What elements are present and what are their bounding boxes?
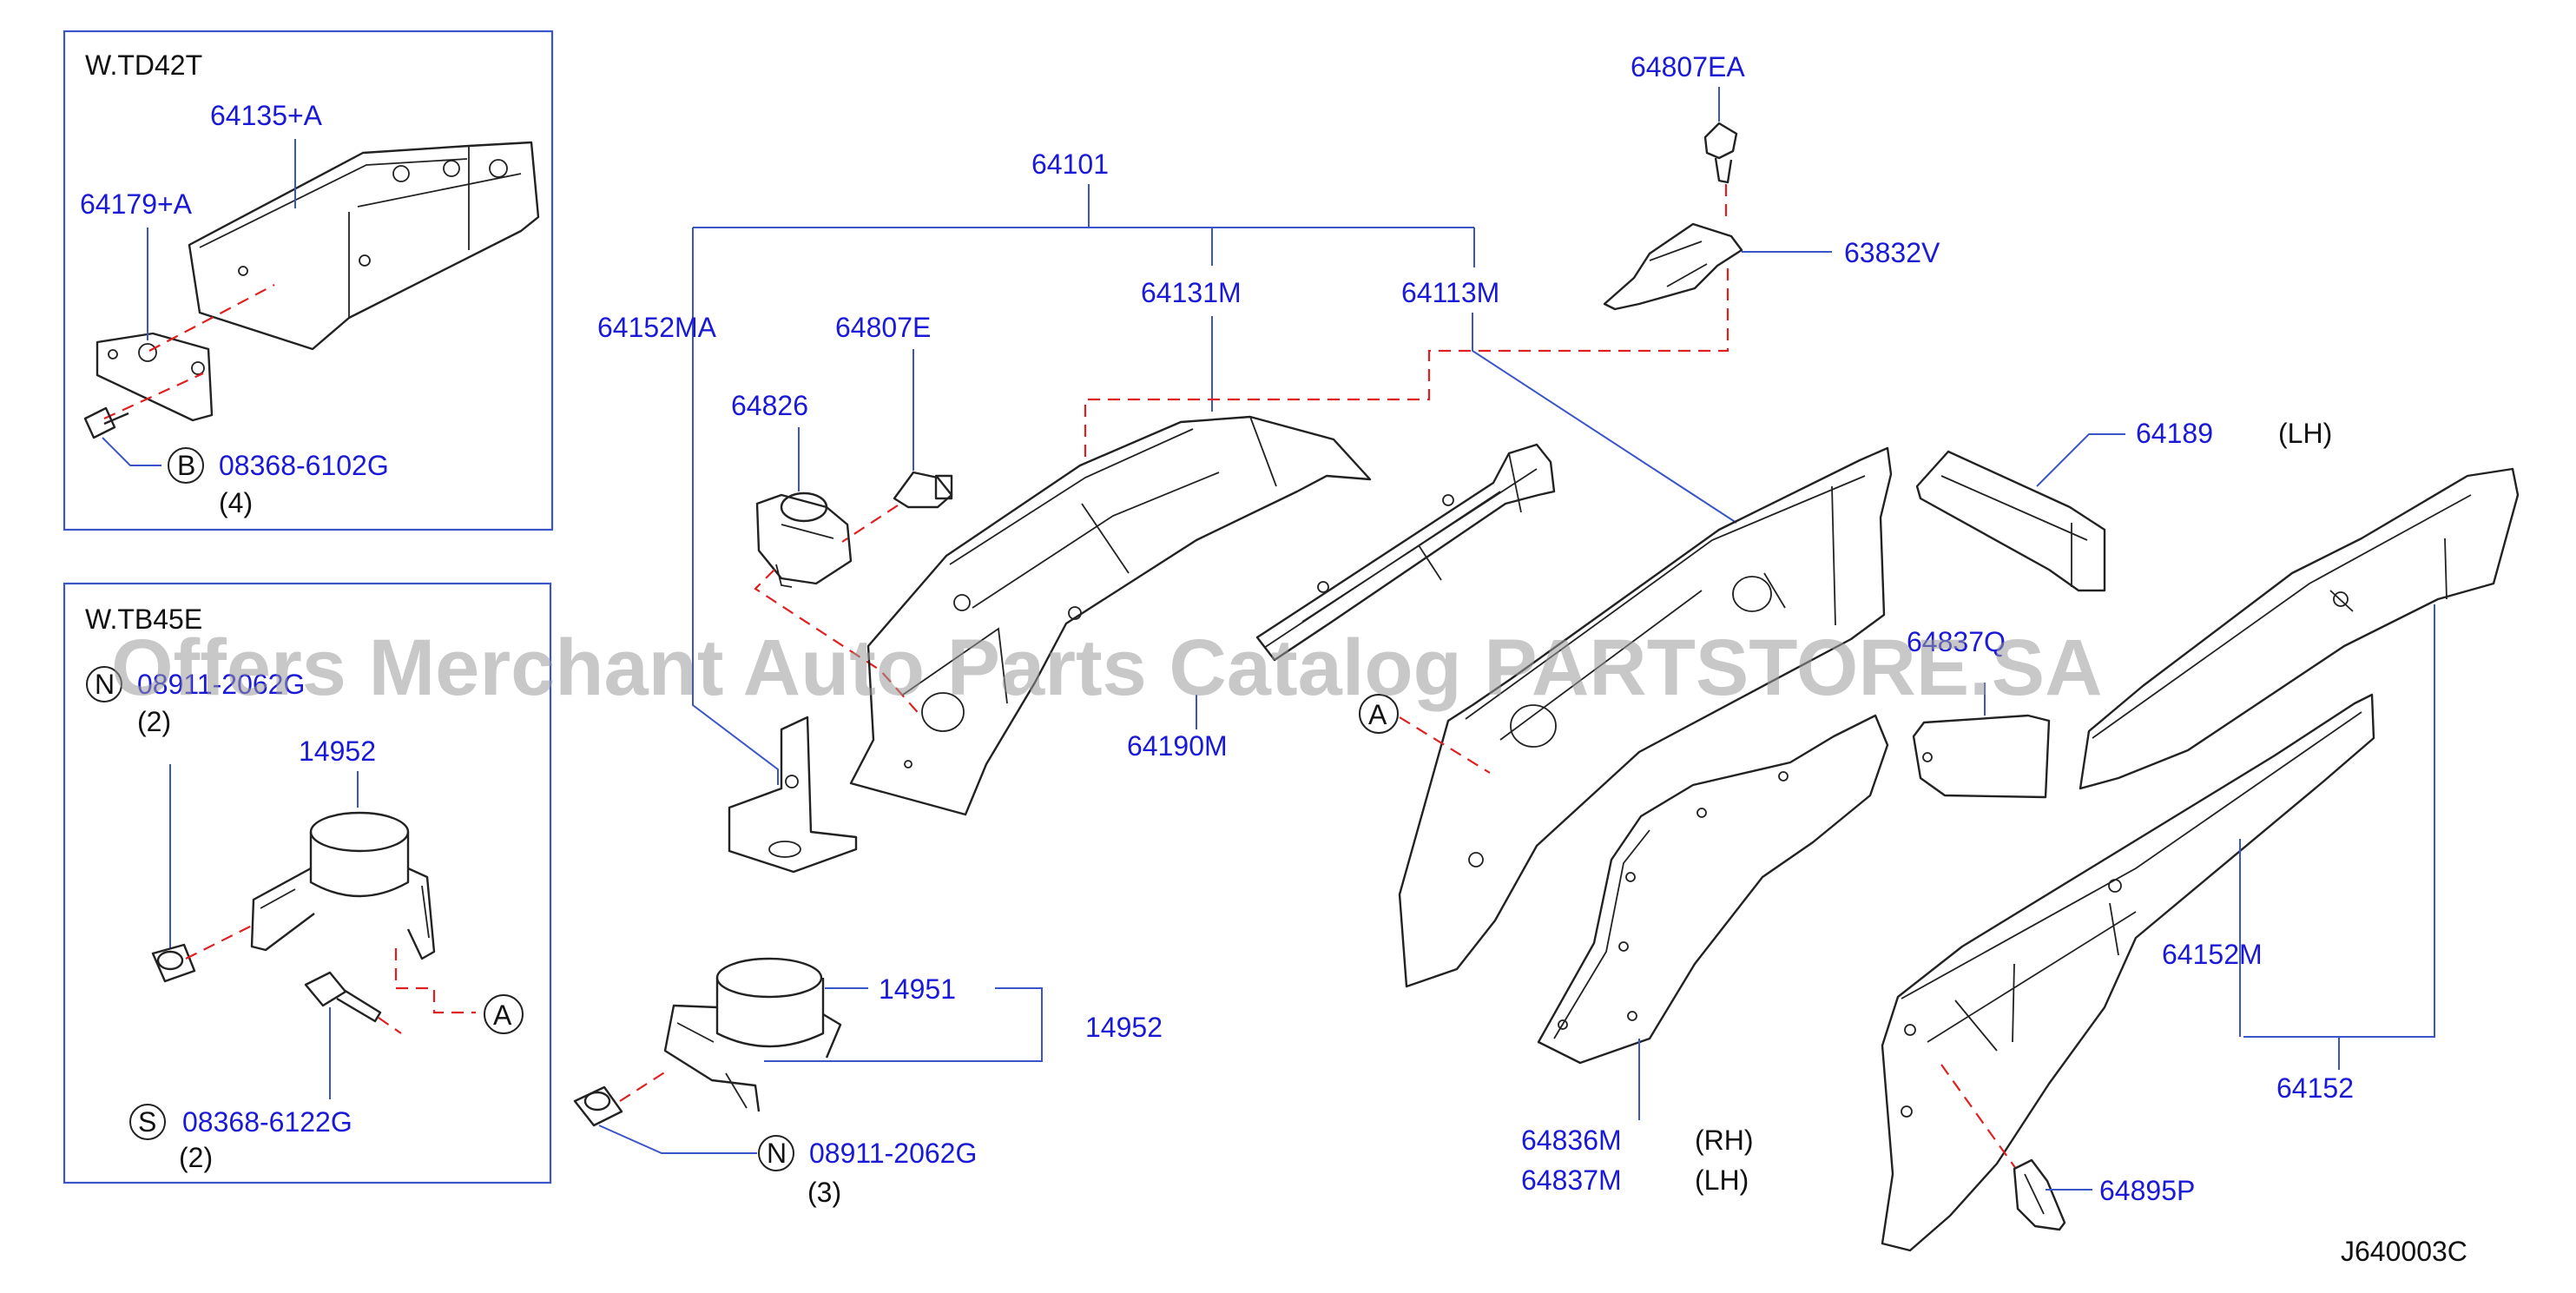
label-64189[interactable]: 64189 bbox=[2136, 418, 2213, 449]
part-64152ma-gusset[interactable] bbox=[728, 716, 858, 874]
part-bolt-b[interactable] bbox=[83, 406, 129, 439]
label-64190m[interactable]: 64190M bbox=[1127, 730, 1228, 762]
part-64895p-clip[interactable] bbox=[2013, 1158, 2066, 1231]
qty-b: (4) bbox=[219, 487, 253, 518]
label-64131m[interactable]: 64131M bbox=[1141, 277, 1242, 308]
leader-14951-14952 bbox=[764, 987, 1043, 1062]
part-14951-clamp[interactable] bbox=[663, 957, 842, 1112]
label-64179a[interactable]: 64179+A bbox=[80, 188, 193, 220]
diagram-code: J640003C bbox=[2341, 1236, 2467, 1267]
inset-td42t: W.TD42T 64135+A 64179+A B 08368-6102G (4… bbox=[63, 30, 554, 531]
inset-td42t-frame bbox=[63, 30, 554, 531]
part-nut-main[interactable] bbox=[573, 1085, 623, 1127]
part-64131m-apron[interactable] bbox=[849, 415, 1372, 816]
part-64152-upper-rail[interactable] bbox=[2079, 467, 2520, 790]
part-64836m-shield[interactable] bbox=[1537, 714, 1889, 1065]
label-64826[interactable]: 64826 bbox=[731, 390, 808, 421]
leader-64152-group bbox=[2239, 604, 2435, 1038]
callout-a-letter-inset: A bbox=[493, 999, 512, 1031]
inset-tb45e: W.TB45E N 08911-2062G (2) 14952 A S 0836… bbox=[63, 582, 552, 1184]
part-64837q-cover[interactable] bbox=[1912, 714, 2051, 799]
label-64113m[interactable]: 64113M bbox=[1401, 277, 1499, 308]
label-64807e[interactable]: 64807E bbox=[835, 312, 931, 343]
part-14952-clamp-inset[interactable] bbox=[250, 811, 436, 960]
qty-n-main: (3) bbox=[807, 1177, 841, 1208]
callout-n-letter-inset: N bbox=[95, 669, 115, 700]
callout-n-circle-inset bbox=[86, 666, 122, 703]
label-14951[interactable]: 14951 bbox=[879, 973, 956, 1005]
label-64837q[interactable]: 64837Q bbox=[1907, 626, 2006, 657]
leader-64189 bbox=[2036, 433, 2125, 487]
dash-64131m-64113m bbox=[1084, 261, 1729, 457]
label-64152ma[interactable]: 64152MA bbox=[597, 312, 717, 343]
leader-bolt-b bbox=[102, 437, 161, 466]
callout-n-circle-main bbox=[758, 1135, 794, 1171]
leader-64113m bbox=[1472, 313, 1737, 524]
label-63832v[interactable]: 63832V bbox=[1844, 237, 1940, 268]
inset-tb45e-frame bbox=[63, 582, 552, 1184]
part-64826-reservoir[interactable] bbox=[755, 491, 853, 588]
callout-a-letter-main: A bbox=[1368, 699, 1387, 730]
label-64895p[interactable]: 64895P bbox=[2099, 1175, 2195, 1206]
callout-s-circle bbox=[129, 1104, 166, 1140]
dash-64895p bbox=[1940, 1064, 2017, 1170]
dash-64826 bbox=[754, 569, 923, 718]
callout-b-letter: B bbox=[177, 450, 195, 481]
part-64189-plate[interactable] bbox=[1915, 450, 2106, 592]
callout-n-letter-main: N bbox=[767, 1138, 787, 1169]
leader-64101-group bbox=[692, 184, 1475, 785]
dash-tb45e-s bbox=[378, 1017, 402, 1034]
label-08368-6102g[interactable]: 08368-6102G bbox=[219, 450, 389, 481]
label-08368-6122g[interactable]: 08368-6122G bbox=[182, 1106, 352, 1138]
label-08911-2062g-main[interactable]: 08911-2062G bbox=[809, 1138, 977, 1169]
inset-tb45e-title: W.TB45E bbox=[85, 604, 202, 635]
label-64189-lh: (LH) bbox=[2278, 418, 2332, 449]
callout-s-letter: S bbox=[138, 1106, 156, 1138]
part-64152m-lower-member[interactable] bbox=[1881, 693, 2375, 1252]
part-64807ea-clip[interactable] bbox=[1703, 122, 1738, 184]
label-64837m-lh: (LH) bbox=[1695, 1164, 1749, 1196]
label-64135a[interactable]: 64135+A bbox=[210, 100, 323, 131]
label-64152m[interactable]: 64152M bbox=[2162, 939, 2263, 970]
part-bolt-s[interactable] bbox=[304, 971, 382, 1023]
part-64135-bracket[interactable] bbox=[188, 141, 540, 351]
dash-tb45e-a bbox=[185, 925, 476, 1014]
part-64179-plate[interactable] bbox=[96, 332, 214, 422]
inset-td42t-title: W.TD42T bbox=[85, 49, 202, 81]
part-64190m-rail[interactable] bbox=[1255, 443, 1556, 662]
callout-a-circle-inset bbox=[484, 994, 524, 1034]
watermark: Offers Merchant Auto Parts Catalog PARTS… bbox=[111, 623, 2103, 712]
dash-nut-main bbox=[619, 1069, 669, 1102]
leader-nut-main bbox=[598, 1125, 757, 1154]
label-14952-inset[interactable]: 14952 bbox=[299, 736, 376, 767]
dash-callout-a-main bbox=[1399, 716, 1491, 774]
callout-a-circle-main bbox=[1359, 694, 1399, 734]
part-nut-inset[interactable] bbox=[151, 943, 196, 983]
label-64836m-rh: (RH) bbox=[1695, 1125, 1754, 1156]
label-08911-2062g-inset[interactable]: 08911-2062G bbox=[137, 669, 305, 700]
label-64837m[interactable]: 64837M bbox=[1521, 1164, 1622, 1196]
label-64807ea[interactable]: 64807EA bbox=[1631, 51, 1745, 82]
label-64836m[interactable]: 64836M bbox=[1521, 1125, 1622, 1156]
label-14952-main[interactable]: 14952 bbox=[1085, 1012, 1163, 1043]
qty-s: (2) bbox=[179, 1142, 213, 1173]
part-64113m-member[interactable] bbox=[1398, 446, 1893, 988]
label-64152[interactable]: 64152 bbox=[2276, 1072, 2354, 1104]
part-64807e-clip[interactable] bbox=[893, 471, 953, 509]
callout-b-circle bbox=[168, 447, 204, 484]
dash-64807e bbox=[841, 505, 899, 543]
part-63832v-bracket[interactable] bbox=[1603, 222, 1743, 311]
dash-td42t bbox=[103, 284, 275, 420]
qty-n-inset: (2) bbox=[137, 706, 171, 737]
label-64101[interactable]: 64101 bbox=[1031, 148, 1109, 180]
